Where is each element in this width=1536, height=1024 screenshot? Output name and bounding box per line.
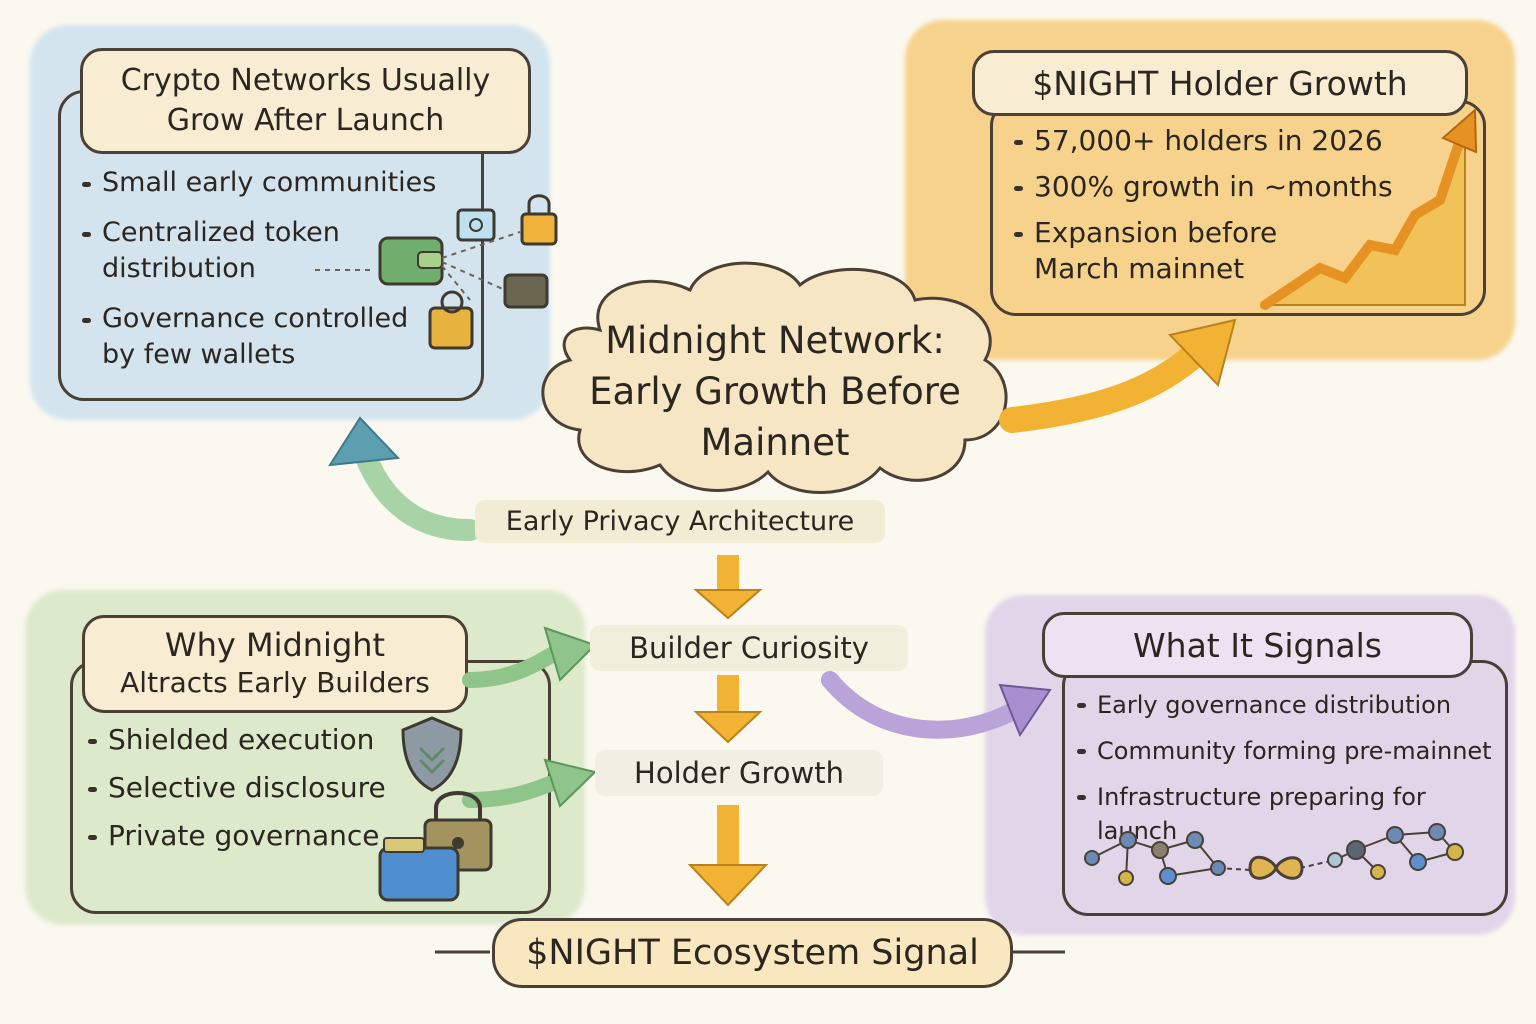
bottom-left-title: Why Midnight Altracts Early Builders: [82, 615, 468, 713]
bottom-left-bullets: Shielded execution Selective disclosure …: [84, 722, 404, 854]
top-left-title: Crypto Networks Usually Grow After Launc…: [80, 48, 531, 154]
central-cloud: [541, 261, 1008, 494]
bottom-right-title: What It Signals: [1042, 612, 1473, 678]
bullet-item: Selective disclosure: [84, 770, 404, 806]
bullet-item: 57,000+ holders in 2026: [1010, 123, 1430, 159]
bullet-item: Shielded execution: [84, 722, 404, 758]
connection-lines: [315, 231, 521, 301]
top-right-title: $NIGHT Holder Growth: [972, 50, 1468, 116]
wallet-icon: [378, 837, 460, 902]
arrow-to-builder-curiosity: [462, 642, 568, 688]
bullet-item: 300% growth in ~months: [1010, 169, 1430, 205]
bullet-item: Private governance: [84, 818, 404, 854]
flow-step-holder-growth: Holder Growth: [595, 750, 883, 796]
padlock-icon: [520, 194, 558, 246]
arrow-to-holder-growth: [999, 332, 1218, 433]
central-title: Midnight Network: Early Growth Before Ma…: [555, 315, 995, 468]
central-title-line2: Early Growth Before: [589, 370, 961, 413]
wallet-icon: [503, 273, 549, 309]
arrow-head-holder-growth: [1168, 318, 1237, 387]
arrow-to-top-left: [354, 444, 481, 541]
network-graph-icon: [1084, 823, 1464, 886]
bullet-item: Governance controlled by few wallets: [78, 301, 468, 373]
arrow-head-top-left: [328, 416, 401, 467]
shield-icon: [401, 716, 463, 792]
wallet-icon: [378, 236, 444, 286]
down-arrow: [687, 805, 769, 907]
bottom-right-bullets: Early governance distribution Community …: [1073, 688, 1503, 848]
arrow-to-signals: [821, 671, 1024, 739]
arrow-head-signals: [998, 683, 1052, 738]
growth-chart-icon: [1260, 107, 1478, 310]
top-left-title-line1: Crypto Networks Usually: [120, 63, 491, 98]
central-title-line1: Midnight Network:: [605, 319, 945, 362]
padlock-icon: [428, 290, 474, 350]
top-left-bullets: Small early communities Centralized toke…: [78, 165, 468, 373]
bullet-item: Infrastructure preparing for launch: [1073, 780, 1503, 848]
bullet-item: Small early communities: [78, 165, 468, 201]
bullet-item: Expansion before March mainnet: [1010, 215, 1430, 287]
safe-icon: [456, 208, 496, 242]
down-arrow: [693, 555, 763, 620]
central-title-line3: Mainnet: [700, 421, 850, 464]
bullet-item: Community forming pre-mainnet: [1073, 734, 1503, 768]
top-right-bullets: 57,000+ holders in 2026 300% growth in ~…: [1010, 123, 1430, 287]
flow-step-early-privacy: Early Privacy Architecture: [475, 500, 885, 543]
arrow-head-holder-growth-step: [543, 758, 597, 808]
final-signal-label: $NIGHT Ecosystem Signal: [492, 918, 1013, 988]
bullet-item: Early governance distribution: [1073, 688, 1503, 722]
arrow-to-holder-growth-step: [462, 772, 568, 808]
top-left-title-line2: Grow After Launch: [166, 103, 445, 138]
arrow-head-builder-curiosity: [543, 626, 597, 682]
down-arrow: [693, 675, 763, 744]
bullet-item: Centralized token distribution: [78, 215, 468, 287]
flow-step-builder-curiosity: Builder Curiosity: [590, 625, 908, 671]
